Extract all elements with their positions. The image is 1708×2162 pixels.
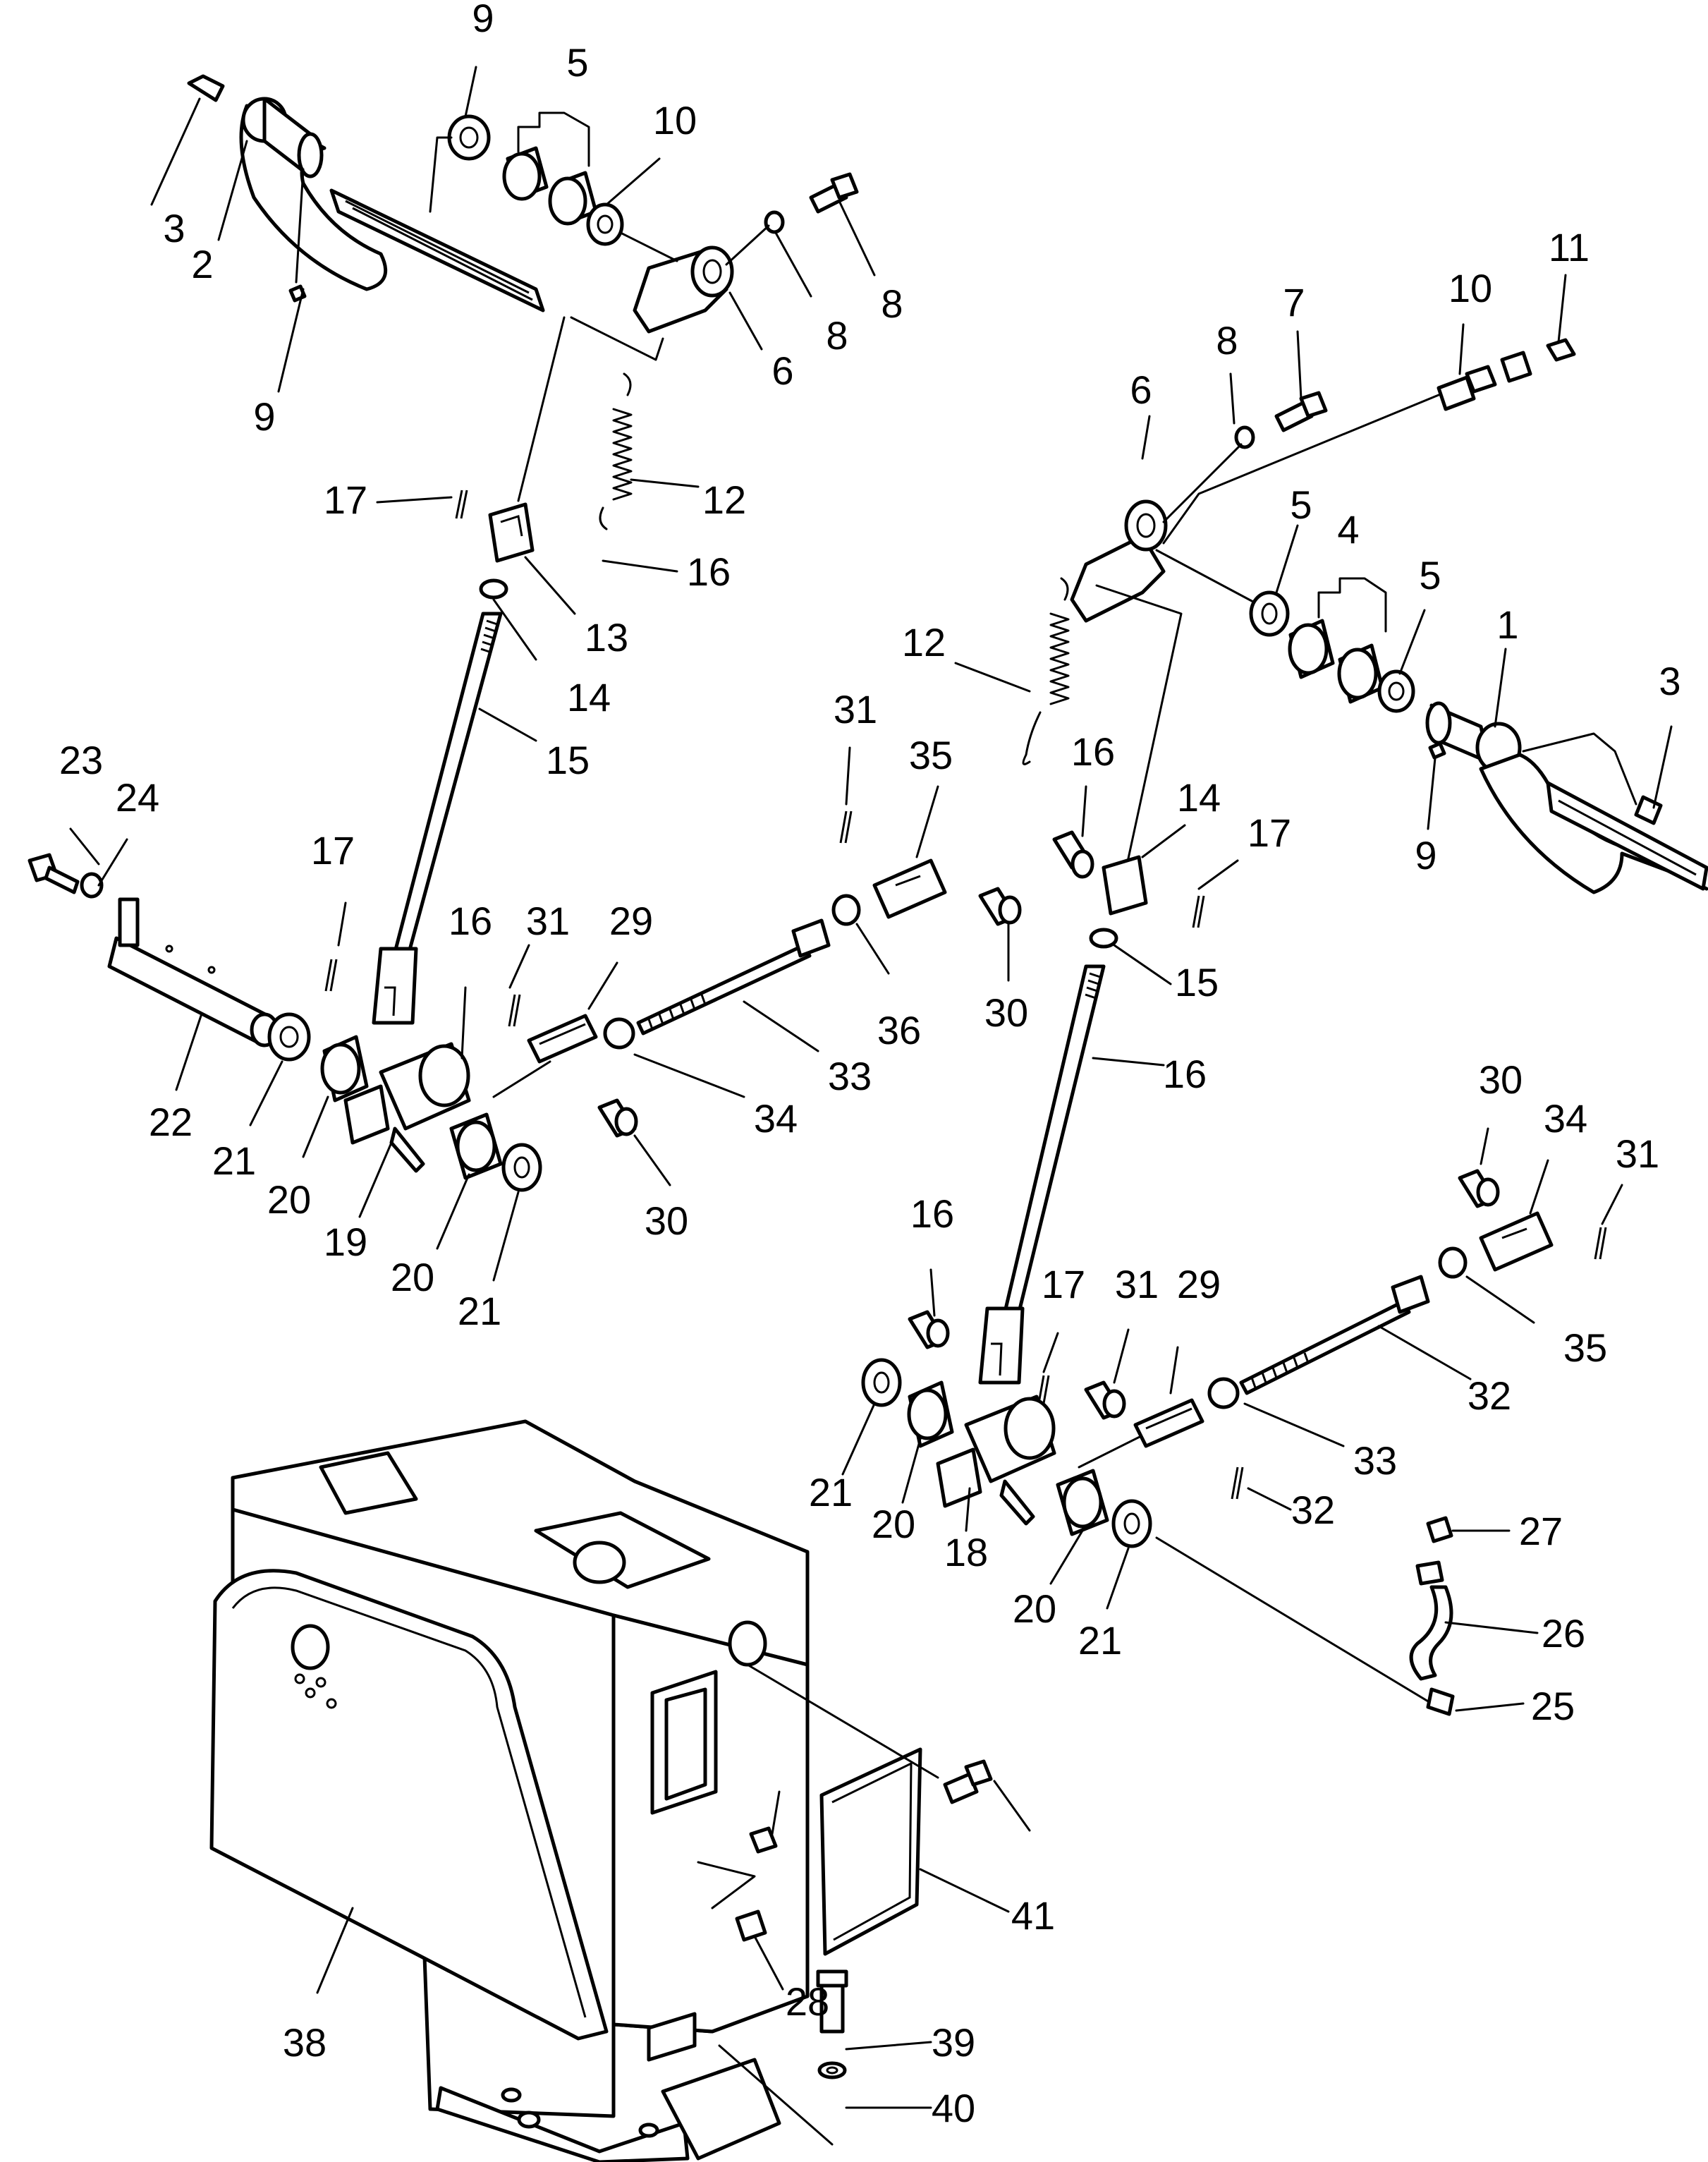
callout: 24 — [116, 775, 159, 820]
callout: 14 — [1177, 775, 1221, 820]
callout: 20 — [391, 1255, 434, 1299]
callout: 16 — [687, 549, 731, 594]
callout: 20 — [1013, 1586, 1056, 1631]
callout: 6 — [771, 348, 793, 393]
callout: 10 — [653, 98, 697, 142]
callout: 16 — [1071, 729, 1115, 774]
callout: 2 — [191, 242, 213, 286]
right-pedal-assembly — [861, 338, 1708, 1716]
pedal-console-frame — [209, 1419, 993, 2162]
callout: 12 — [902, 620, 946, 664]
callout: 15 — [1175, 960, 1219, 1004]
callout: 30 — [1479, 1057, 1523, 1102]
callout: 31 — [526, 899, 570, 943]
callout: 14 — [567, 675, 611, 719]
callout: 5 — [1419, 553, 1441, 597]
callout: 26 — [1542, 1611, 1585, 1656]
callout: 4 — [1337, 507, 1359, 552]
callout: 16 — [910, 1191, 954, 1236]
callout: 31 — [1115, 1262, 1159, 1306]
callout: 33 — [1353, 1438, 1397, 1483]
callout: 17 — [324, 478, 367, 522]
callout: 17 — [1248, 810, 1291, 855]
callout: 19 — [324, 1220, 367, 1264]
left-pedal-assembly — [28, 74, 947, 1192]
callout: 29 — [1177, 1262, 1221, 1306]
callout: 13 — [585, 615, 628, 660]
callout: 21 — [458, 1289, 501, 1333]
callout: 20 — [267, 1177, 311, 1222]
callout: 35 — [909, 733, 953, 777]
callout: 17 — [1042, 1262, 1085, 1306]
callout: 22 — [149, 1100, 193, 1144]
callout: 34 — [754, 1096, 798, 1141]
callout: 40 — [932, 2086, 975, 2130]
callout: 21 — [809, 1470, 853, 1514]
callout: 32 — [1291, 1488, 1335, 1532]
callout: 3 — [163, 206, 185, 250]
callout: 21 — [212, 1138, 256, 1183]
callout: 1 — [1496, 602, 1518, 647]
callout: 18 — [944, 1530, 988, 1574]
callout: 36 — [877, 1008, 921, 1052]
callout: 3 — [1659, 659, 1680, 703]
callout: 8 — [1216, 318, 1238, 363]
callout: 30 — [645, 1198, 688, 1243]
callout: 5 — [1290, 482, 1312, 527]
callout: 23 — [59, 738, 103, 782]
callout: 21 — [1078, 1618, 1122, 1663]
callout: 20 — [872, 1502, 915, 1546]
callout-labels: 9 5 10 3 2 9 8 8 6 17 12 16 13 14 15 23 … — [59, 0, 1681, 2130]
callout: 17 — [311, 828, 355, 873]
callout: 31 — [1616, 1131, 1659, 1176]
callout: 8 — [826, 313, 848, 358]
callout: 7 — [1283, 280, 1305, 324]
callout: 25 — [1531, 1684, 1575, 1728]
callout: 5 — [566, 40, 588, 85]
callout: 16 — [1163, 1052, 1207, 1096]
callout: 12 — [702, 478, 746, 522]
callout: 31 — [834, 687, 877, 731]
leader-lines — [69, 66, 1673, 2109]
callout: 27 — [1519, 1509, 1563, 1553]
callout: 16 — [449, 899, 492, 943]
callout: 38 — [283, 2020, 327, 2065]
callout: 29 — [609, 899, 653, 943]
callout: 39 — [932, 2020, 975, 2065]
callout: 41 — [1011, 1893, 1055, 1938]
callout: 15 — [546, 738, 590, 782]
callout: 35 — [1563, 1325, 1607, 1370]
callout: 33 — [828, 1054, 872, 1098]
callout: 8 — [881, 281, 903, 326]
callout: 10 — [1448, 266, 1492, 310]
callout: 11 — [1549, 225, 1590, 269]
callout: 32 — [1468, 1373, 1511, 1418]
callout: 9 — [253, 394, 275, 439]
callout: 34 — [1544, 1096, 1587, 1141]
callout: 9 — [1415, 833, 1436, 877]
callout: 28 — [786, 1979, 829, 2024]
callout: 6 — [1130, 368, 1152, 412]
callout: 30 — [984, 990, 1028, 1035]
callout: 9 — [472, 0, 494, 40]
